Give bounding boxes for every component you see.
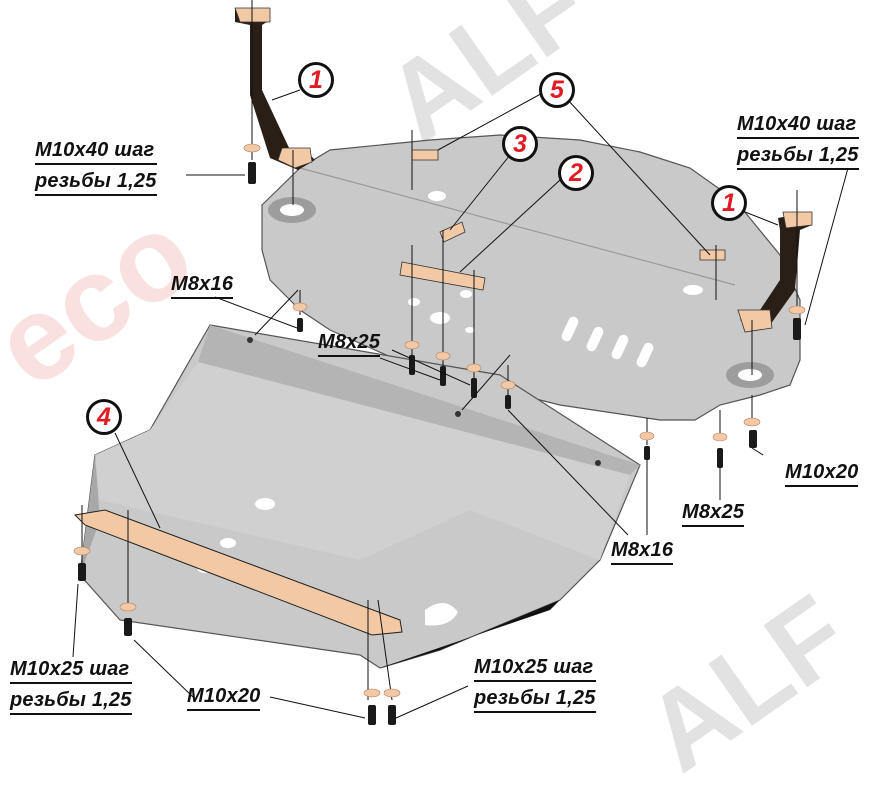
label-line-1: M8x16 (611, 538, 674, 565)
callout-part-3: 3 (502, 126, 538, 162)
label-line-1: M10x20 (785, 460, 859, 487)
washers (73, 143, 806, 698)
label-m8x16-top: M8x16 (171, 272, 234, 303)
label-m8x16-bottom: M8x16 (611, 538, 674, 569)
label-line-1: M10x40 шаг (737, 112, 859, 139)
leader-lines (72, 89, 849, 719)
lower-skid-plate (79, 324, 641, 669)
callout-part-4: 4 (86, 399, 122, 435)
bolts (78, 162, 801, 725)
label-m10x40-right: M10x40 шаг резьбы 1,25 (737, 112, 859, 174)
label-line-1: M8x25 (318, 330, 381, 357)
label-line-1: M8x25 (682, 500, 745, 527)
strap-bracket-right (737, 211, 813, 333)
label-m10x20-right: M10x20 (785, 460, 859, 491)
callout-part-5: 5 (539, 72, 575, 108)
label-m8x25-mid: M8x25 (318, 330, 381, 361)
label-line-2: резьбы 1,25 (10, 688, 132, 715)
label-line-1: M10x25 шаг (474, 655, 596, 682)
assembly-drawing (72, 0, 849, 725)
label-line-1: M10x40 шаг (35, 138, 157, 165)
reinforcement-strip (73, 509, 403, 636)
label-line-2: резьбы 1,25 (737, 143, 859, 170)
label-line-1: M8x16 (171, 272, 234, 299)
label-m10x20-bottom: M10x20 (187, 684, 261, 715)
label-line-1: M10x25 шаг (10, 657, 132, 684)
bracket-tab-5a (411, 149, 439, 161)
callout-part-1-left: 1 (298, 62, 334, 98)
bracket-tab-5b (699, 249, 726, 261)
label-line-2: резьбы 1,25 (474, 686, 596, 713)
label-m10x25-right: M10x25 шаг резьбы 1,25 (474, 655, 596, 717)
label-m8x25-right: M8x25 (682, 500, 745, 531)
label-m10x25-left: M10x25 шаг резьбы 1,25 (10, 657, 132, 719)
callout-part-2: 2 (558, 155, 594, 191)
label-line-1: M10x20 (187, 684, 261, 711)
label-line-2: резьбы 1,25 (35, 169, 157, 196)
callout-part-1-right: 1 (711, 185, 747, 221)
label-m10x40-left: M10x40 шаг резьбы 1,25 (35, 138, 157, 200)
